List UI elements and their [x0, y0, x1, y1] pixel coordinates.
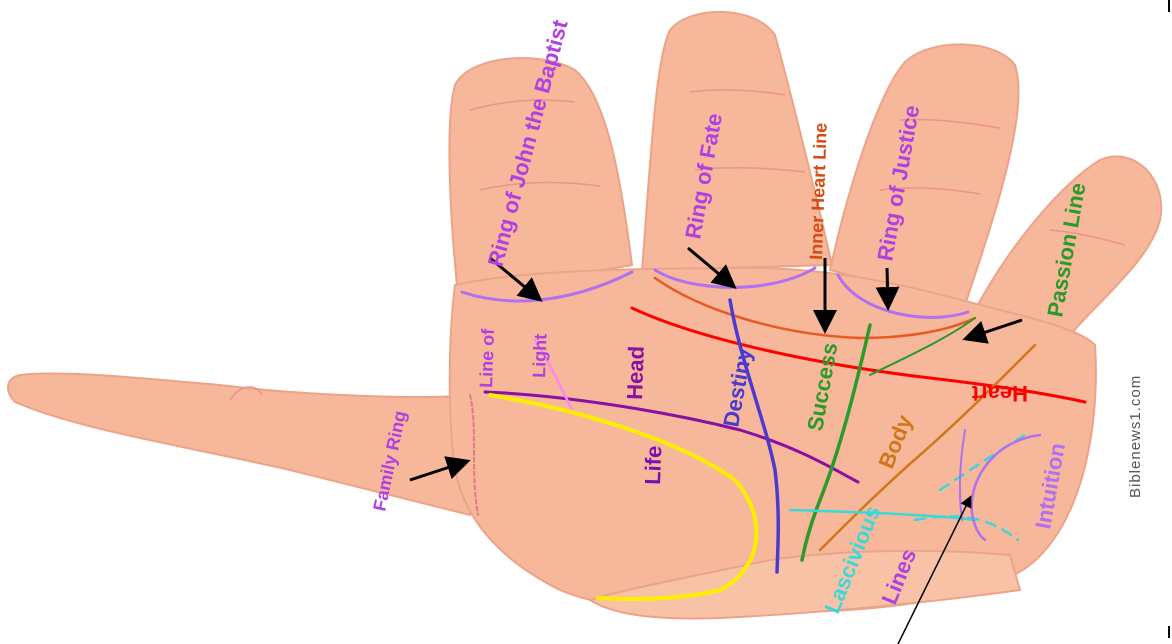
ring-of-justice-arrow [887, 268, 888, 305]
label-heart: Heart [971, 381, 1028, 406]
label-life: Life [640, 445, 666, 485]
middle-finger [642, 12, 832, 270]
label-line-of-light-1: Line of [476, 327, 498, 388]
watermark: Biblenews1.com [1127, 375, 1144, 498]
hand-shape [8, 12, 1161, 619]
label-line-of-light-2: Light [529, 333, 551, 378]
ring-finger [830, 44, 1019, 305]
label-head: Head [622, 346, 649, 401]
edge-mark-top [1168, 0, 1170, 12]
edge-mark-bottom [1168, 626, 1170, 638]
